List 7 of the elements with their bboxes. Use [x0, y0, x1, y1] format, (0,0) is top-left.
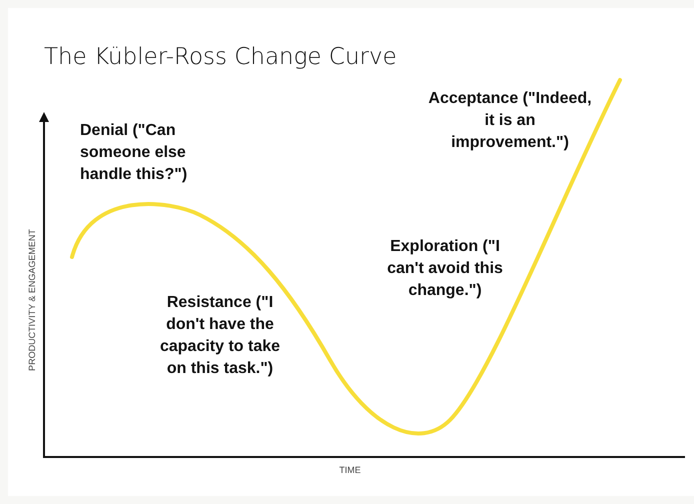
stage-label: Resistance ("I don't have the capacity to take on this task.")	[158, 293, 282, 379]
stage-label: Acceptance ("Indeed, it is an improvement.")	[427, 89, 593, 153]
stage-label: Exploration ("I can't avoid this change.")	[386, 237, 504, 301]
y-axis-label: PRODUCTIVITY & ENGAGEMENT	[27, 228, 37, 373]
diagram-title: The Kübler-Ross Change Curve	[44, 44, 397, 70]
x-axis-label: TIME	[338, 465, 362, 475]
stage-label: Denial ("Can someone else handle this?")	[80, 121, 188, 185]
